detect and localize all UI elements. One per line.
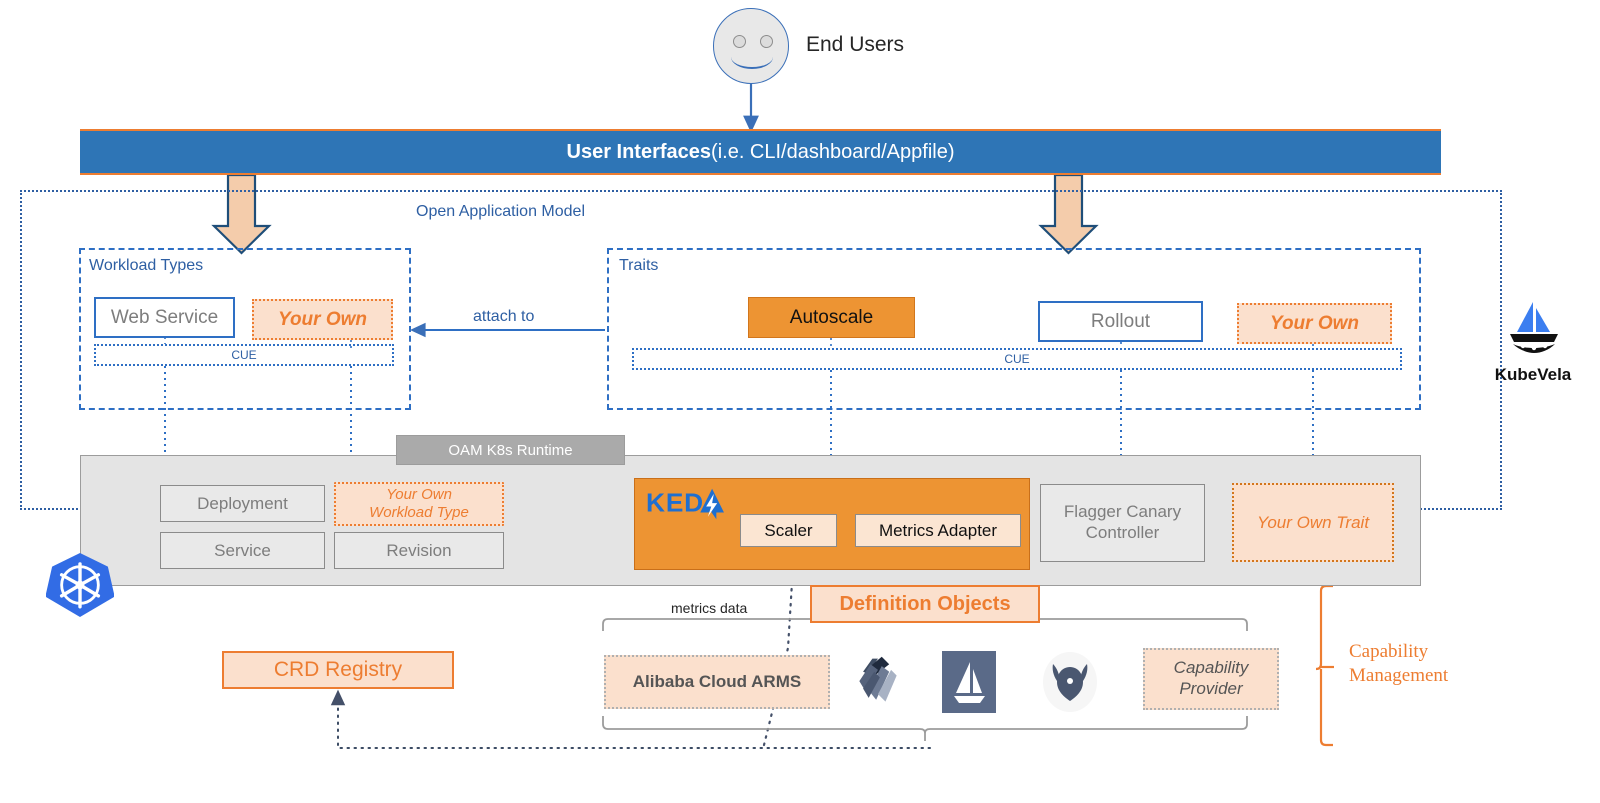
capability-provider-line2: Provider — [1179, 679, 1243, 698]
capability-management-label: Capability Management — [1349, 640, 1479, 688]
workload-chip-your-own[interactable]: Your Own — [252, 299, 393, 340]
your-own-workload-line2: Workload Type — [369, 504, 469, 521]
sailboat-logo-icon — [1510, 302, 1558, 353]
your-own-workload-line1: Your Own — [386, 485, 452, 503]
keda-scaler-box[interactable]: Scaler — [740, 514, 837, 547]
workload-chip-web-service[interactable]: Web Service — [94, 297, 235, 338]
traits-cue-band: CUE — [632, 348, 1402, 370]
runtime-box-your-own-trait[interactable]: Your Own Trait — [1232, 483, 1394, 562]
definition-objects-label: Definition Objects — [810, 585, 1040, 623]
attach-to-label: attach to — [473, 308, 535, 325]
capability-management-line1: Capability — [1349, 641, 1429, 662]
provider-alibaba-cloud-arms[interactable]: Alibaba Cloud ARMS — [604, 655, 830, 709]
kubevela-brand: KubeVela — [1490, 296, 1576, 385]
capability-provider-line1: Capability — [1173, 658, 1249, 678]
flagger-line2: Controller — [1085, 523, 1160, 542]
runtime-box-your-own-workload-type[interactable]: Your Own Workload Type — [334, 482, 504, 526]
traits-group — [607, 248, 1421, 410]
open-application-model-label: Open Application Model — [416, 203, 585, 220]
smiley-mouth-icon — [731, 45, 773, 69]
kubevela-name: KubeVela — [1494, 365, 1572, 384]
trait-chip-rollout[interactable]: Rollout — [1038, 301, 1203, 342]
envoy-slashes-logo-icon — [850, 653, 906, 711]
provider-capability-provider[interactable]: Capability Provider — [1143, 648, 1279, 710]
metrics-data-label: metrics data — [671, 600, 748, 616]
keda-logo-icon: KED — [646, 487, 746, 521]
workload-types-title: Workload Types — [89, 257, 204, 274]
trait-chip-autoscale[interactable]: Autoscale — [748, 297, 915, 338]
end-users-label: End Users — [806, 33, 905, 56]
capability-management-line2: Management — [1349, 664, 1449, 686]
runtime-box-revision[interactable]: Revision — [334, 532, 504, 569]
traits-title: Traits — [619, 257, 659, 274]
flagger-line1: Flagger Canary — [1063, 502, 1182, 522]
user-interfaces-bar[interactable]: User Interfaces (i.e. CLI/dashboard/Appf… — [80, 129, 1441, 175]
runtime-box-deployment[interactable]: Deployment — [160, 485, 325, 522]
kubernetes-helm-wheel-icon — [45, 551, 115, 619]
smiley-face-icon — [713, 8, 789, 84]
svg-text:KED: KED — [646, 488, 704, 518]
user-interfaces-title: User Interfaces — [566, 140, 712, 163]
workload-types-group — [79, 248, 411, 410]
helm-helmet-logo-icon — [1040, 651, 1100, 713]
workload-cue-band: CUE — [94, 344, 394, 366]
oam-k8s-runtime-tab: OAM K8s Runtime — [396, 435, 625, 465]
crd-registry-box[interactable]: CRD Registry — [222, 651, 454, 689]
runtime-box-flagger-canary-controller[interactable]: Flagger Canary Controller — [1040, 484, 1205, 562]
trait-chip-your-own[interactable]: Your Own — [1237, 303, 1392, 344]
runtime-box-service[interactable]: Service — [160, 532, 325, 569]
istio-sail-logo-icon — [942, 651, 996, 713]
keda-metrics-adapter-box[interactable]: Metrics Adapter — [855, 514, 1021, 547]
user-interfaces-subtitle: (i.e. CLI/dashboard/Appfile) — [711, 140, 955, 163]
